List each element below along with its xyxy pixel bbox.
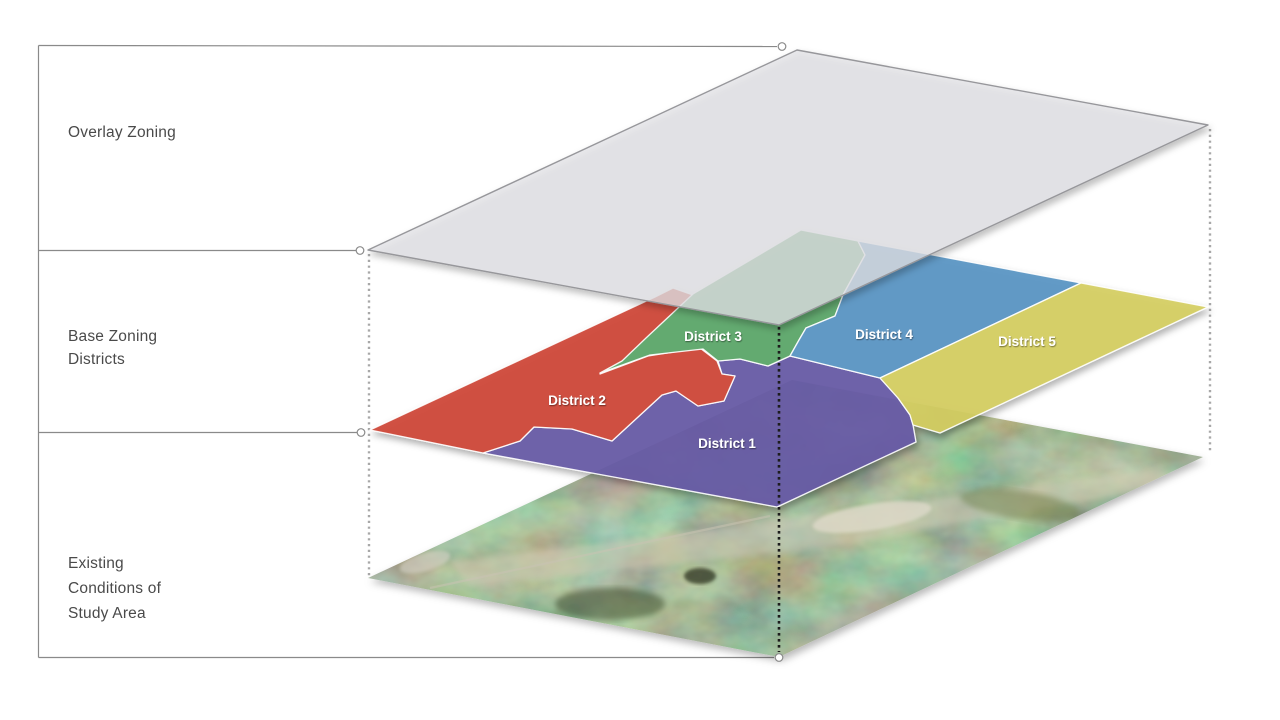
layer-captions: Overlay Zoning Base Zoning Districts Exi… xyxy=(68,124,176,622)
district-5-region xyxy=(879,282,1209,434)
label-existing-conditions-line2: Conditions of xyxy=(68,580,162,597)
district-1-label: District 1 xyxy=(698,436,756,451)
district-5-label: District 5 xyxy=(998,334,1056,349)
aerial-photo-details xyxy=(399,468,1180,620)
label-base-zoning-line1: Base Zoning xyxy=(68,328,157,345)
district-3-label: District 3 xyxy=(684,329,742,344)
label-overlay-zoning: Overlay Zoning xyxy=(68,124,176,141)
overlay-zoning-surface xyxy=(367,49,1209,326)
district-4-label: District 4 xyxy=(855,327,913,342)
photo-field-patch xyxy=(960,488,1080,522)
photo-building-patch xyxy=(812,501,932,533)
label-base-zoning-line2: Districts xyxy=(68,351,125,368)
connector-node-middle-upper xyxy=(355,246,365,255)
aerial-photo-layer xyxy=(368,380,1203,657)
district-labels: District 2 District 3 District 1 Distric… xyxy=(548,327,1056,451)
connector-node-top xyxy=(777,42,787,51)
connector-node-bottom xyxy=(774,653,784,662)
bracket-line-top xyxy=(38,44,778,48)
connector-node-middle-lower xyxy=(356,428,366,437)
connector-nodes xyxy=(355,42,787,662)
photo-forest-patch xyxy=(555,588,665,620)
label-existing-conditions-line3: Study Area xyxy=(68,605,146,622)
photo-road-line xyxy=(429,514,771,590)
photo-pond xyxy=(684,568,716,584)
overlay-zoning-layer xyxy=(367,49,1209,326)
photo-building-patch-west xyxy=(399,550,451,574)
label-existing-conditions-line1: Existing xyxy=(68,555,124,572)
aerial-photo-surface xyxy=(368,380,1203,657)
annotation-brackets xyxy=(37,44,778,659)
district-2-label: District 2 xyxy=(548,393,606,408)
